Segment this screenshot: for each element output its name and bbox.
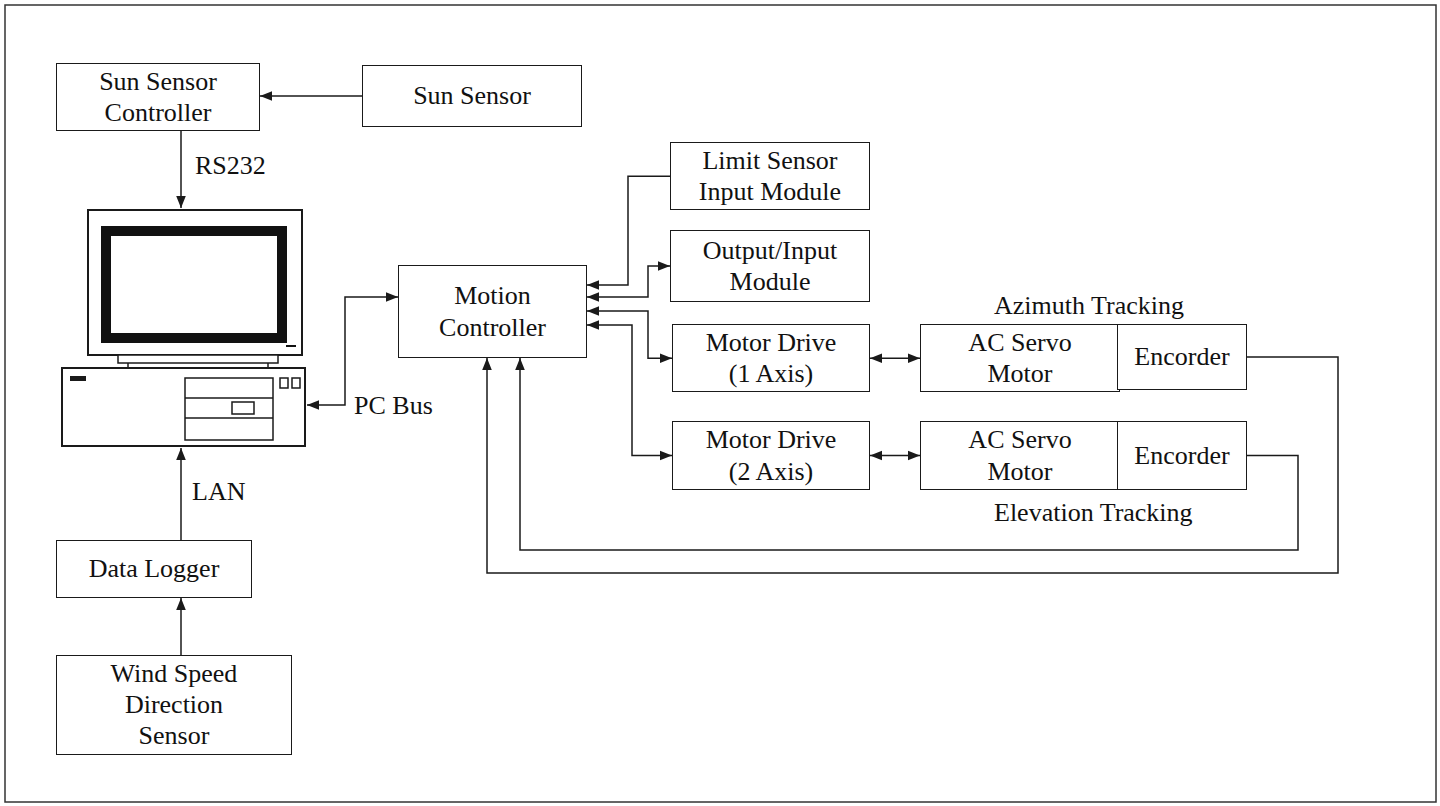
power-button <box>70 376 86 381</box>
lan-link <box>180 448 182 540</box>
computer-case <box>62 368 305 446</box>
box-text: Data Logger <box>89 553 220 584</box>
monitor <box>88 210 302 355</box>
monitor-stand <box>118 355 278 363</box>
box-text: Motor Drive (1 Axis) <box>693 327 849 389</box>
motor-box: AC Servo Motor <box>920 324 1120 392</box>
connector <box>587 311 672 358</box>
group-label: Elevation Tracking <box>992 497 1195 528</box>
sensor-box: Sun Sensor <box>362 65 582 127</box>
box-text: Limit Sensor Input Module <box>679 145 861 207</box>
link-label: PC Bus <box>352 390 435 421</box>
controller-box: Sun Sensor Controller <box>56 63 260 131</box>
rs232-link <box>180 127 182 208</box>
connector <box>587 176 670 285</box>
drive-slot <box>185 417 273 419</box>
drive-box: Motor Drive (2 Axis) <box>672 421 870 490</box>
box-text: AC Servo Motor <box>951 424 1089 486</box>
box-text: Sun Sensor Controller <box>67 66 249 128</box>
box-text: Motor Drive (2 Axis) <box>693 424 849 486</box>
connector <box>260 95 362 97</box>
link-label: LAN <box>190 476 247 507</box>
group-label: Azimuth Tracking <box>992 290 1186 321</box>
box-text: Sun Sensor <box>413 80 531 111</box>
monitor-screen <box>106 231 282 338</box>
motor-box: AC Servo Motor <box>920 421 1120 490</box>
box-text: Encorder <box>1134 341 1229 372</box>
module-box: Limit Sensor Input Module <box>670 142 870 210</box>
connector <box>587 325 672 456</box>
encoder-box: Encorder <box>1117 324 1247 390</box>
drive-bay <box>185 378 273 440</box>
controller-box: Motion Controller <box>398 265 587 358</box>
pc-bus-link <box>307 297 398 405</box>
sensor-box: Wind Speed Direction Sensor <box>56 655 292 755</box>
logger-box: Data Logger <box>56 540 252 598</box>
connector <box>587 266 670 297</box>
outer-frame <box>5 5 1436 802</box>
floppy-slot <box>232 402 254 414</box>
box-text: Motion Controller <box>409 280 576 342</box>
encoder-box: Encorder <box>1117 421 1247 490</box>
drive-slot <box>185 397 273 399</box>
case-indicator <box>292 378 300 388</box>
drive-box: Motor Drive (1 Axis) <box>672 324 870 392</box>
connector <box>870 455 920 457</box>
box-text: Output/Input Module <box>679 235 861 297</box>
link-label: RS232 <box>193 150 268 181</box>
module-box: Output/Input Module <box>670 230 870 302</box>
connector <box>870 357 920 359</box>
box-text: Encorder <box>1134 440 1229 471</box>
monitor-led <box>286 345 296 347</box>
box-text: Wind Speed Direction Sensor <box>99 658 249 752</box>
box-text: AC Servo Motor <box>951 327 1089 389</box>
case-indicator <box>280 378 288 388</box>
connector <box>180 598 182 655</box>
